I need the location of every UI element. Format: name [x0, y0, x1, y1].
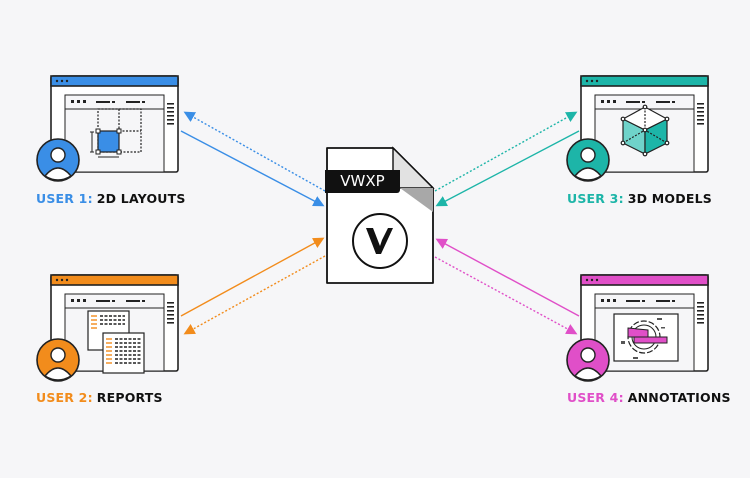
arrow-from-file-user2 [183, 255, 326, 335]
user4-role: ANNOTATIONS [627, 390, 731, 405]
v-logo-icon [366, 228, 393, 254]
report-sheets-icon [87, 310, 145, 374]
user4-prefix: USER 4: [567, 390, 624, 405]
label-user3: USER 3:3D MODELS [567, 191, 712, 206]
arrows-user3 [434, 111, 580, 207]
label-user4: USER 4:ANNOTATIONS [567, 390, 731, 405]
window-user2 [50, 274, 179, 374]
arrow-to-file-user3 [435, 130, 580, 207]
arrow-to-file-user4 [435, 238, 580, 317]
user2-prefix: USER 2: [36, 390, 93, 405]
file-format-label: VWXP [325, 170, 400, 193]
user3-prefix: USER 3: [567, 191, 624, 206]
avatar-user4 [566, 338, 610, 382]
logo-circle [352, 213, 408, 269]
label-user2: USER 2:REPORTS [36, 390, 163, 405]
vwxp-file-icon [326, 146, 435, 284]
arrow-from-file-user1 [183, 111, 326, 192]
3d-cube-icon [620, 104, 670, 157]
user3-role: 3D MODELS [627, 191, 712, 206]
arrow-to-file-user1 [180, 130, 325, 207]
arrow-from-file-user3 [434, 111, 578, 192]
window-user4 [580, 274, 709, 372]
label-user1: USER 1:2D LAYOUTS [36, 191, 186, 206]
arrows-user2 [180, 237, 326, 335]
avatar-user3 [566, 138, 610, 182]
avatar-user1 [36, 138, 80, 182]
window-user3 [580, 75, 709, 173]
arrow-to-file-user2 [180, 237, 325, 317]
user2-role: REPORTS [96, 390, 163, 405]
window-user1 [50, 75, 179, 173]
arrow-from-file-user4 [434, 256, 578, 335]
avatar-user2 [36, 338, 80, 382]
user1-role: 2D LAYOUTS [96, 191, 186, 206]
annotated-detail-icon [613, 313, 679, 362]
arrows-user4 [434, 238, 580, 335]
user1-prefix: USER 1: [36, 191, 93, 206]
arrows-user1 [180, 111, 326, 207]
